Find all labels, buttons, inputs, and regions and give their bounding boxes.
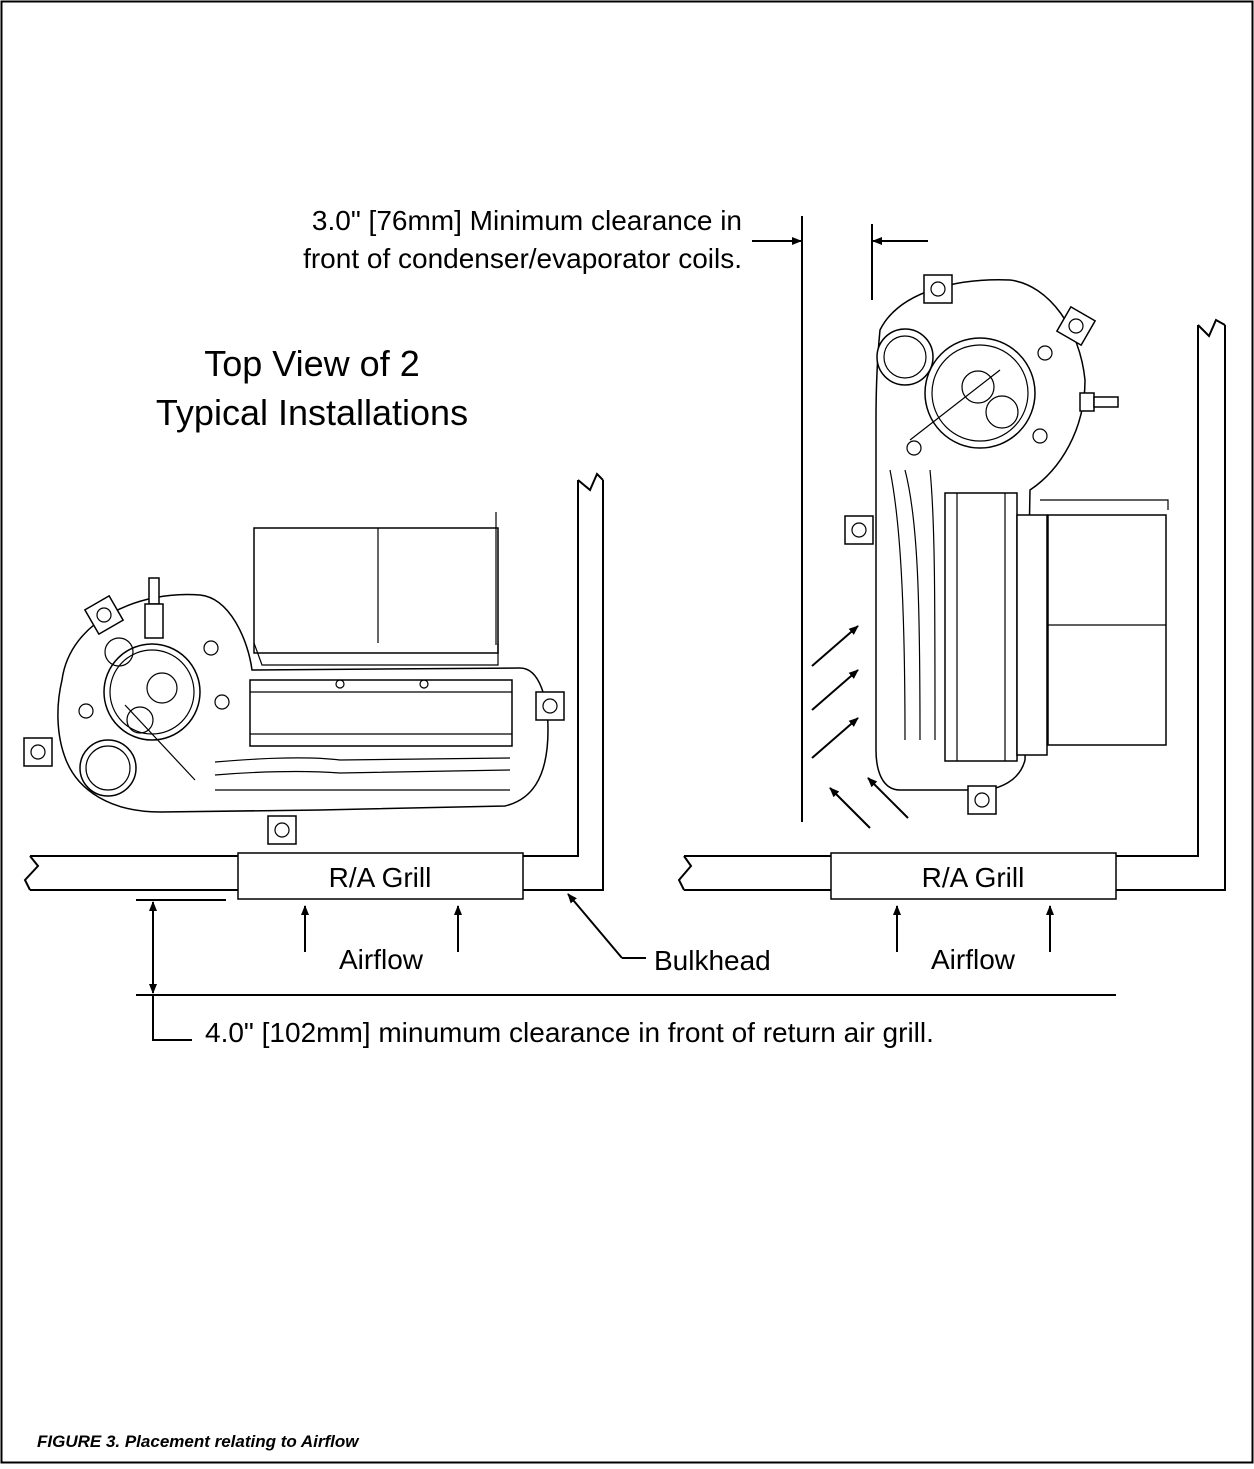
airflow-right-label: Airflow [931,944,1016,975]
return-clearance-dimension [136,899,1116,1041]
airflow-left-label: Airflow [339,944,424,975]
right-wall [677,318,1226,891]
grill-right-label: R/A Grill [922,862,1025,893]
coil-clearance-line-1: 3.0" [76mm] Minimum clearance in [312,205,742,236]
coil-clearance-dimension [752,216,928,822]
grill-right [830,852,1117,900]
title-line-2: Typical Installations [156,392,468,433]
grill-left [237,852,524,900]
bulkhead-label: Bulkhead [654,945,771,976]
left-wall [23,472,604,891]
return-clearance-label: 4.0" [102mm] minumum clearance in front … [205,1017,934,1048]
airflow-arrows [301,905,1054,952]
coil-clearance-line-2: front of condenser/evaporator coils. [303,243,742,274]
title-line-1: Top View of 2 [204,343,419,384]
left-unit-drawing [23,512,565,845]
grill-left-label: R/A Grill [329,862,432,893]
right-unit-drawing [844,274,1169,815]
bulkhead-leader [567,893,646,959]
coil-inflow-arrows [811,625,909,829]
figure-caption: FIGURE 3. Placement relating to Airflow [37,1432,360,1451]
